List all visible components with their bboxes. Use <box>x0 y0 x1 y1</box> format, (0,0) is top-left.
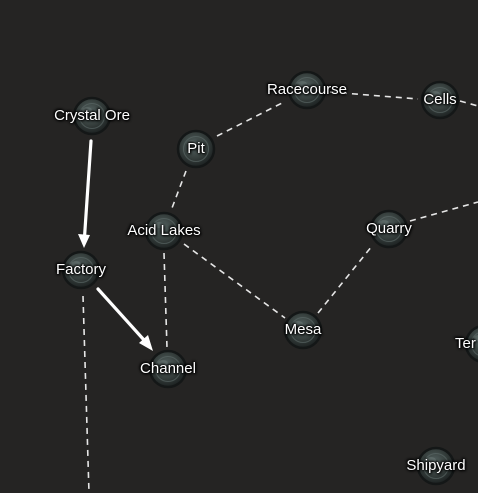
stone-orb-icon <box>464 325 478 363</box>
arrow-heads <box>78 234 153 351</box>
arrowhead-factory <box>78 234 90 248</box>
link-pit-acid-lakes <box>171 170 187 209</box>
link-mesa-quarry <box>317 245 373 314</box>
dashed-links <box>82 91 478 493</box>
arrowhead-channel <box>139 335 153 351</box>
stone-orb-icon <box>420 80 460 120</box>
link-acid-lakes-channel <box>163 252 168 349</box>
stone-orb-icon <box>72 96 112 136</box>
stone-orb-icon <box>369 209 409 249</box>
link-acid-lakes-mesa <box>183 243 286 319</box>
link-quarry-east <box>409 201 478 222</box>
arrow-factory-channel <box>96 287 146 342</box>
arrow-crystal-ore-factory <box>82 139 93 239</box>
stone-orb-icon <box>287 70 327 110</box>
link-racecourse-cells <box>329 91 419 100</box>
arrow-links <box>82 139 146 342</box>
stone-orb-icon <box>283 310 323 350</box>
stone-orb-icon <box>61 250 101 290</box>
link-cells-east <box>459 100 478 107</box>
stone-orb-icon <box>176 129 216 169</box>
stone-orb-icon <box>144 211 184 251</box>
link-pit-racecourse <box>216 101 285 137</box>
link-factory-south <box>82 295 90 493</box>
stone-orb-icon <box>148 349 188 389</box>
stone-orb-icon <box>416 446 456 486</box>
